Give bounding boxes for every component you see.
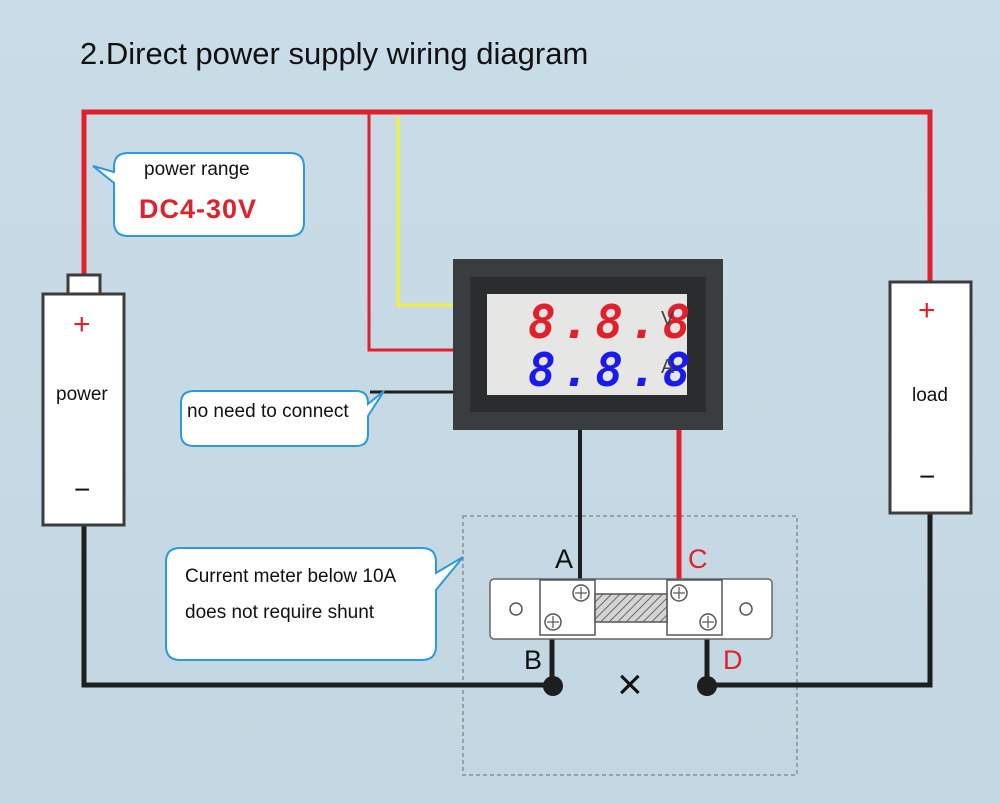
power-range-label: power range [144, 159, 250, 180]
load-plus-sign: + [918, 294, 936, 327]
shunt-note-bubble [165, 547, 464, 661]
red-supply-wire [81, 109, 933, 282]
terminal-b-label: B [524, 645, 543, 675]
shunt-note-line2: does not require shunt [185, 602, 375, 623]
meter-screen [487, 294, 687, 395]
power-range-bubble [92, 152, 305, 237]
voltage-display: 8.8.8 [528, 295, 697, 349]
screw-a [572, 584, 590, 602]
shunt-resistor [594, 593, 668, 623]
terminal-a-label: A [555, 544, 574, 574]
power-battery-body [41, 292, 126, 527]
voltage-unit: V [661, 308, 675, 330]
no-connect-bubble [180, 390, 385, 447]
shunt-hole-left [509, 602, 523, 616]
red-meter-wire [367, 112, 455, 352]
power-range-value: DC4-30V [139, 194, 258, 224]
power-battery-cap [66, 273, 102, 297]
yellow-meter-wire [396, 116, 455, 307]
power-minus-sign: − [74, 474, 91, 505]
screw-c [670, 584, 688, 602]
diagram-title: 2.Direct power supply wiring diagram [80, 36, 589, 71]
screw-d [699, 613, 717, 631]
power-plus-sign: + [73, 308, 91, 341]
load-minus-sign: − [919, 461, 936, 492]
power-label: power [56, 384, 108, 405]
load-body [888, 280, 973, 515]
shunt-note-line1: Current meter below 10A [185, 566, 397, 587]
node-d [697, 676, 717, 696]
black-return-wire-right [705, 511, 933, 688]
cross-mark-icon: × [617, 660, 643, 709]
current-unit: A [661, 356, 675, 378]
shunt-hole-right [739, 602, 753, 616]
load-label: load [912, 385, 948, 406]
node-b [543, 676, 563, 696]
terminal-d-label: D [723, 645, 743, 675]
screw-b [544, 613, 562, 631]
shunt-dashed-area [462, 515, 798, 776]
black-return-wire-left [81, 524, 555, 688]
terminal-c-label: C [688, 544, 708, 574]
no-connect-note: no need to connect [187, 401, 349, 422]
current-display: 8.8.8 [528, 343, 697, 397]
